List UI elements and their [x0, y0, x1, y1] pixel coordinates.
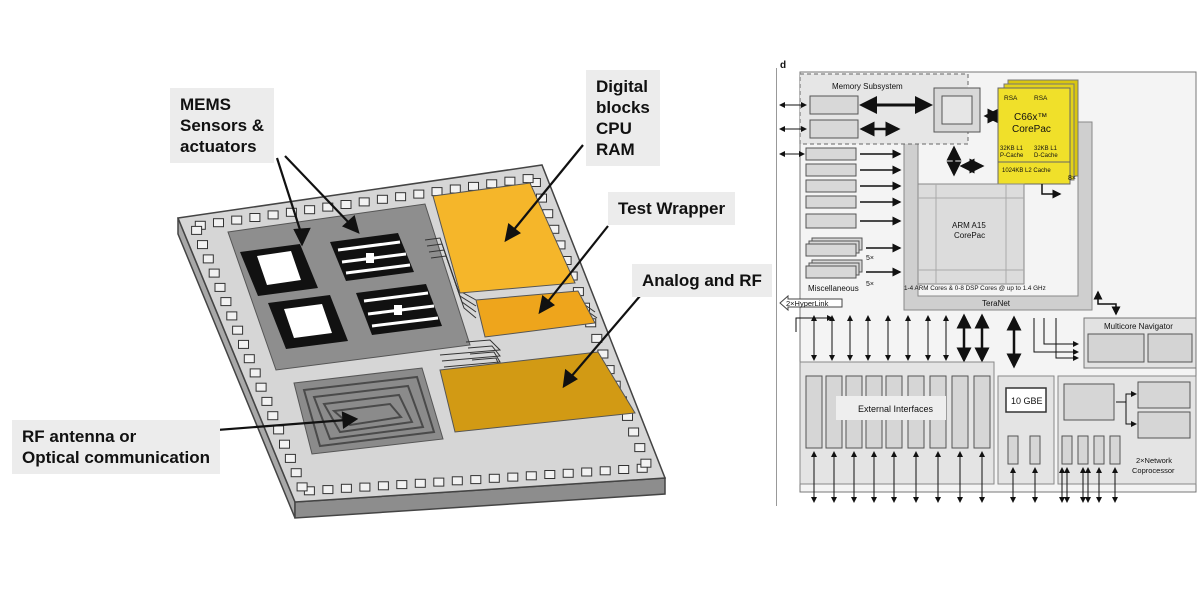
peripheral-stack: [805, 147, 863, 279]
digital-block: [432, 182, 576, 294]
gbe-block: [1005, 387, 1047, 413]
rsa-right-label: RSA: [1034, 95, 1048, 102]
callout-mems-line: actuators: [180, 137, 257, 156]
p-cache-label: 32KB L1: [1000, 146, 1024, 152]
multiplier-5x-b: 5×: [866, 281, 874, 288]
network-coprocessor-label: Coprocessor: [1132, 466, 1175, 475]
callout-rf-antenna: RF antenna or Optical communication: [12, 420, 220, 474]
mems-device-1: [240, 244, 318, 296]
callout-digital-line: CPU: [596, 119, 632, 138]
d-cache-label: D-Cache: [1034, 153, 1058, 159]
network-coprocessor-label: 2×Network: [1136, 456, 1172, 465]
callout-digital-line: Digital: [596, 77, 648, 96]
mems-device-4: [356, 284, 442, 335]
soc-block-diagram: d TeraNet Memory Subsystem RSA RSA C66x™…: [776, 60, 1197, 506]
callout-mems: MEMS Sensors & actuators: [170, 88, 275, 163]
multiplier-5x-a: 5×: [866, 255, 874, 262]
bond-pads: [191, 174, 652, 496]
callout-analog-rf: Analog and RF: [632, 264, 772, 297]
multicore-navigator-label: Multicore Navigator: [1104, 322, 1173, 331]
corepac-title: C66x™: [1014, 112, 1047, 123]
callout-test-wrapper: Test Wrapper: [608, 192, 736, 225]
mems-device-3: [268, 295, 348, 349]
callout-analog-rf-line: Analog and RF: [642, 271, 762, 290]
callout-rf-antenna-line: RF antenna or: [22, 427, 137, 446]
external-interfaces-label: External Interfaces: [858, 404, 934, 414]
mems-device-2: [330, 233, 414, 281]
corepac-subtitle: CorePac: [1012, 124, 1051, 135]
interconnect-lines: [424, 237, 598, 374]
miscellaneous-label: Miscellaneous: [808, 284, 859, 293]
callout-test-wrapper-line: Test Wrapper: [618, 199, 726, 218]
arm-label: ARM A15: [952, 221, 986, 230]
rsa-left-label: RSA: [1004, 95, 1018, 102]
gbe-label: 10 GBE: [1011, 396, 1043, 406]
callout-digital-line: RAM: [596, 140, 635, 159]
memory-controller-1: [809, 95, 859, 115]
panel-label: d: [780, 60, 786, 71]
hyperlink-arrow: [779, 294, 843, 312]
callout-digital-line: blocks: [596, 98, 650, 117]
cores-caption: 1-4 ARM Cores & 0-8 DSP Cores @ up to 1.…: [904, 285, 1046, 292]
c66x-corepac: [997, 87, 1071, 185]
callout-mems-line: Sensors &: [180, 116, 265, 135]
d-cache-label: 32KB L1: [1034, 146, 1058, 152]
teranet-label: TeraNet: [982, 299, 1011, 308]
arm-label: CorePac: [954, 231, 985, 240]
callout-rf-antenna-line: Optical communication: [22, 448, 210, 467]
p-cache-label: P-Cache: [1000, 153, 1024, 159]
memory-subsystem-label: Memory Subsystem: [832, 82, 903, 91]
callout-mems-line: MEMS: [180, 95, 231, 114]
test-wrapper-block: [475, 290, 596, 338]
antenna-region: [293, 367, 444, 455]
callout-digital: Digital blocks CPU RAM: [586, 70, 660, 166]
memory-controller-2: [809, 119, 859, 139]
hyperlink-label: 2×HyperLink: [786, 299, 829, 308]
l2-cache-label: 1024KB L2 Cache: [1002, 168, 1051, 174]
corepac-multiplier: 8×: [1068, 175, 1076, 182]
analog-rf-block: [439, 351, 636, 433]
chip-illustration: [176, 144, 667, 519]
